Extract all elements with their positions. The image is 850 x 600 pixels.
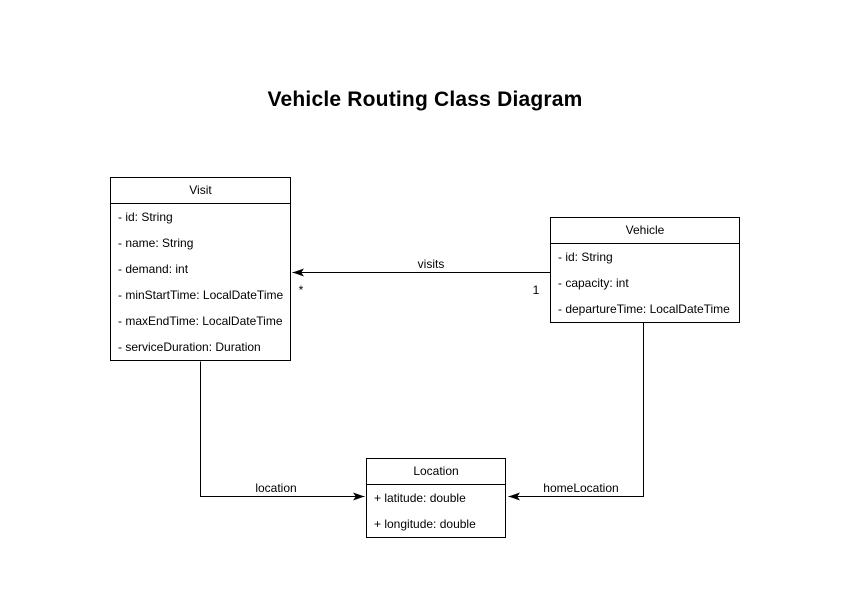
location-edge[interactable] (200, 361, 365, 501)
class-location-name: Location (367, 459, 505, 485)
visits-source-multiplicity: 1 (532, 283, 540, 297)
class-visit-attr-serviceduration: - serviceDuration: Duration (118, 340, 261, 354)
visits-target-multiplicity: * (298, 283, 304, 297)
homelocation-edge-label: homeLocation (542, 481, 620, 495)
class-vehicle-attr-departuretime: - departureTime: LocalDateTime (558, 302, 730, 316)
class-visit-attr-demand: - demand: int (118, 262, 189, 276)
class-visit-attr-minstarttime: - minStartTime: LocalDateTime (118, 288, 284, 302)
class-vehicle[interactable]: Vehicle - id: String - capacity: int - d… (550, 217, 740, 323)
class-location[interactable]: Location + latitude: double + longitude:… (366, 458, 506, 538)
class-visit-attr-id: - id: String (118, 210, 173, 224)
class-vehicle-name: Vehicle (551, 218, 739, 244)
class-vehicle-attr-capacity: - capacity: int (558, 276, 629, 290)
class-vehicle-attr-id: - id: String (558, 250, 613, 264)
class-location-attr-longitude: + longitude: double (374, 517, 476, 531)
class-visit-name: Visit (111, 178, 290, 204)
homelocation-edge[interactable] (508, 321, 644, 501)
visits-edge-label: visits (416, 257, 446, 271)
class-visit-attr-maxendtime: - maxEndTime: LocalDateTime (118, 314, 283, 328)
diagram-title: Vehicle Routing Class Diagram (267, 88, 583, 111)
class-visit[interactable]: Visit - id: String - name: String - dema… (110, 177, 291, 361)
class-location-attr-latitude: + latitude: double (374, 491, 466, 505)
class-visit-attr-name: - name: String (118, 236, 194, 250)
location-edge-label: location (254, 481, 298, 495)
